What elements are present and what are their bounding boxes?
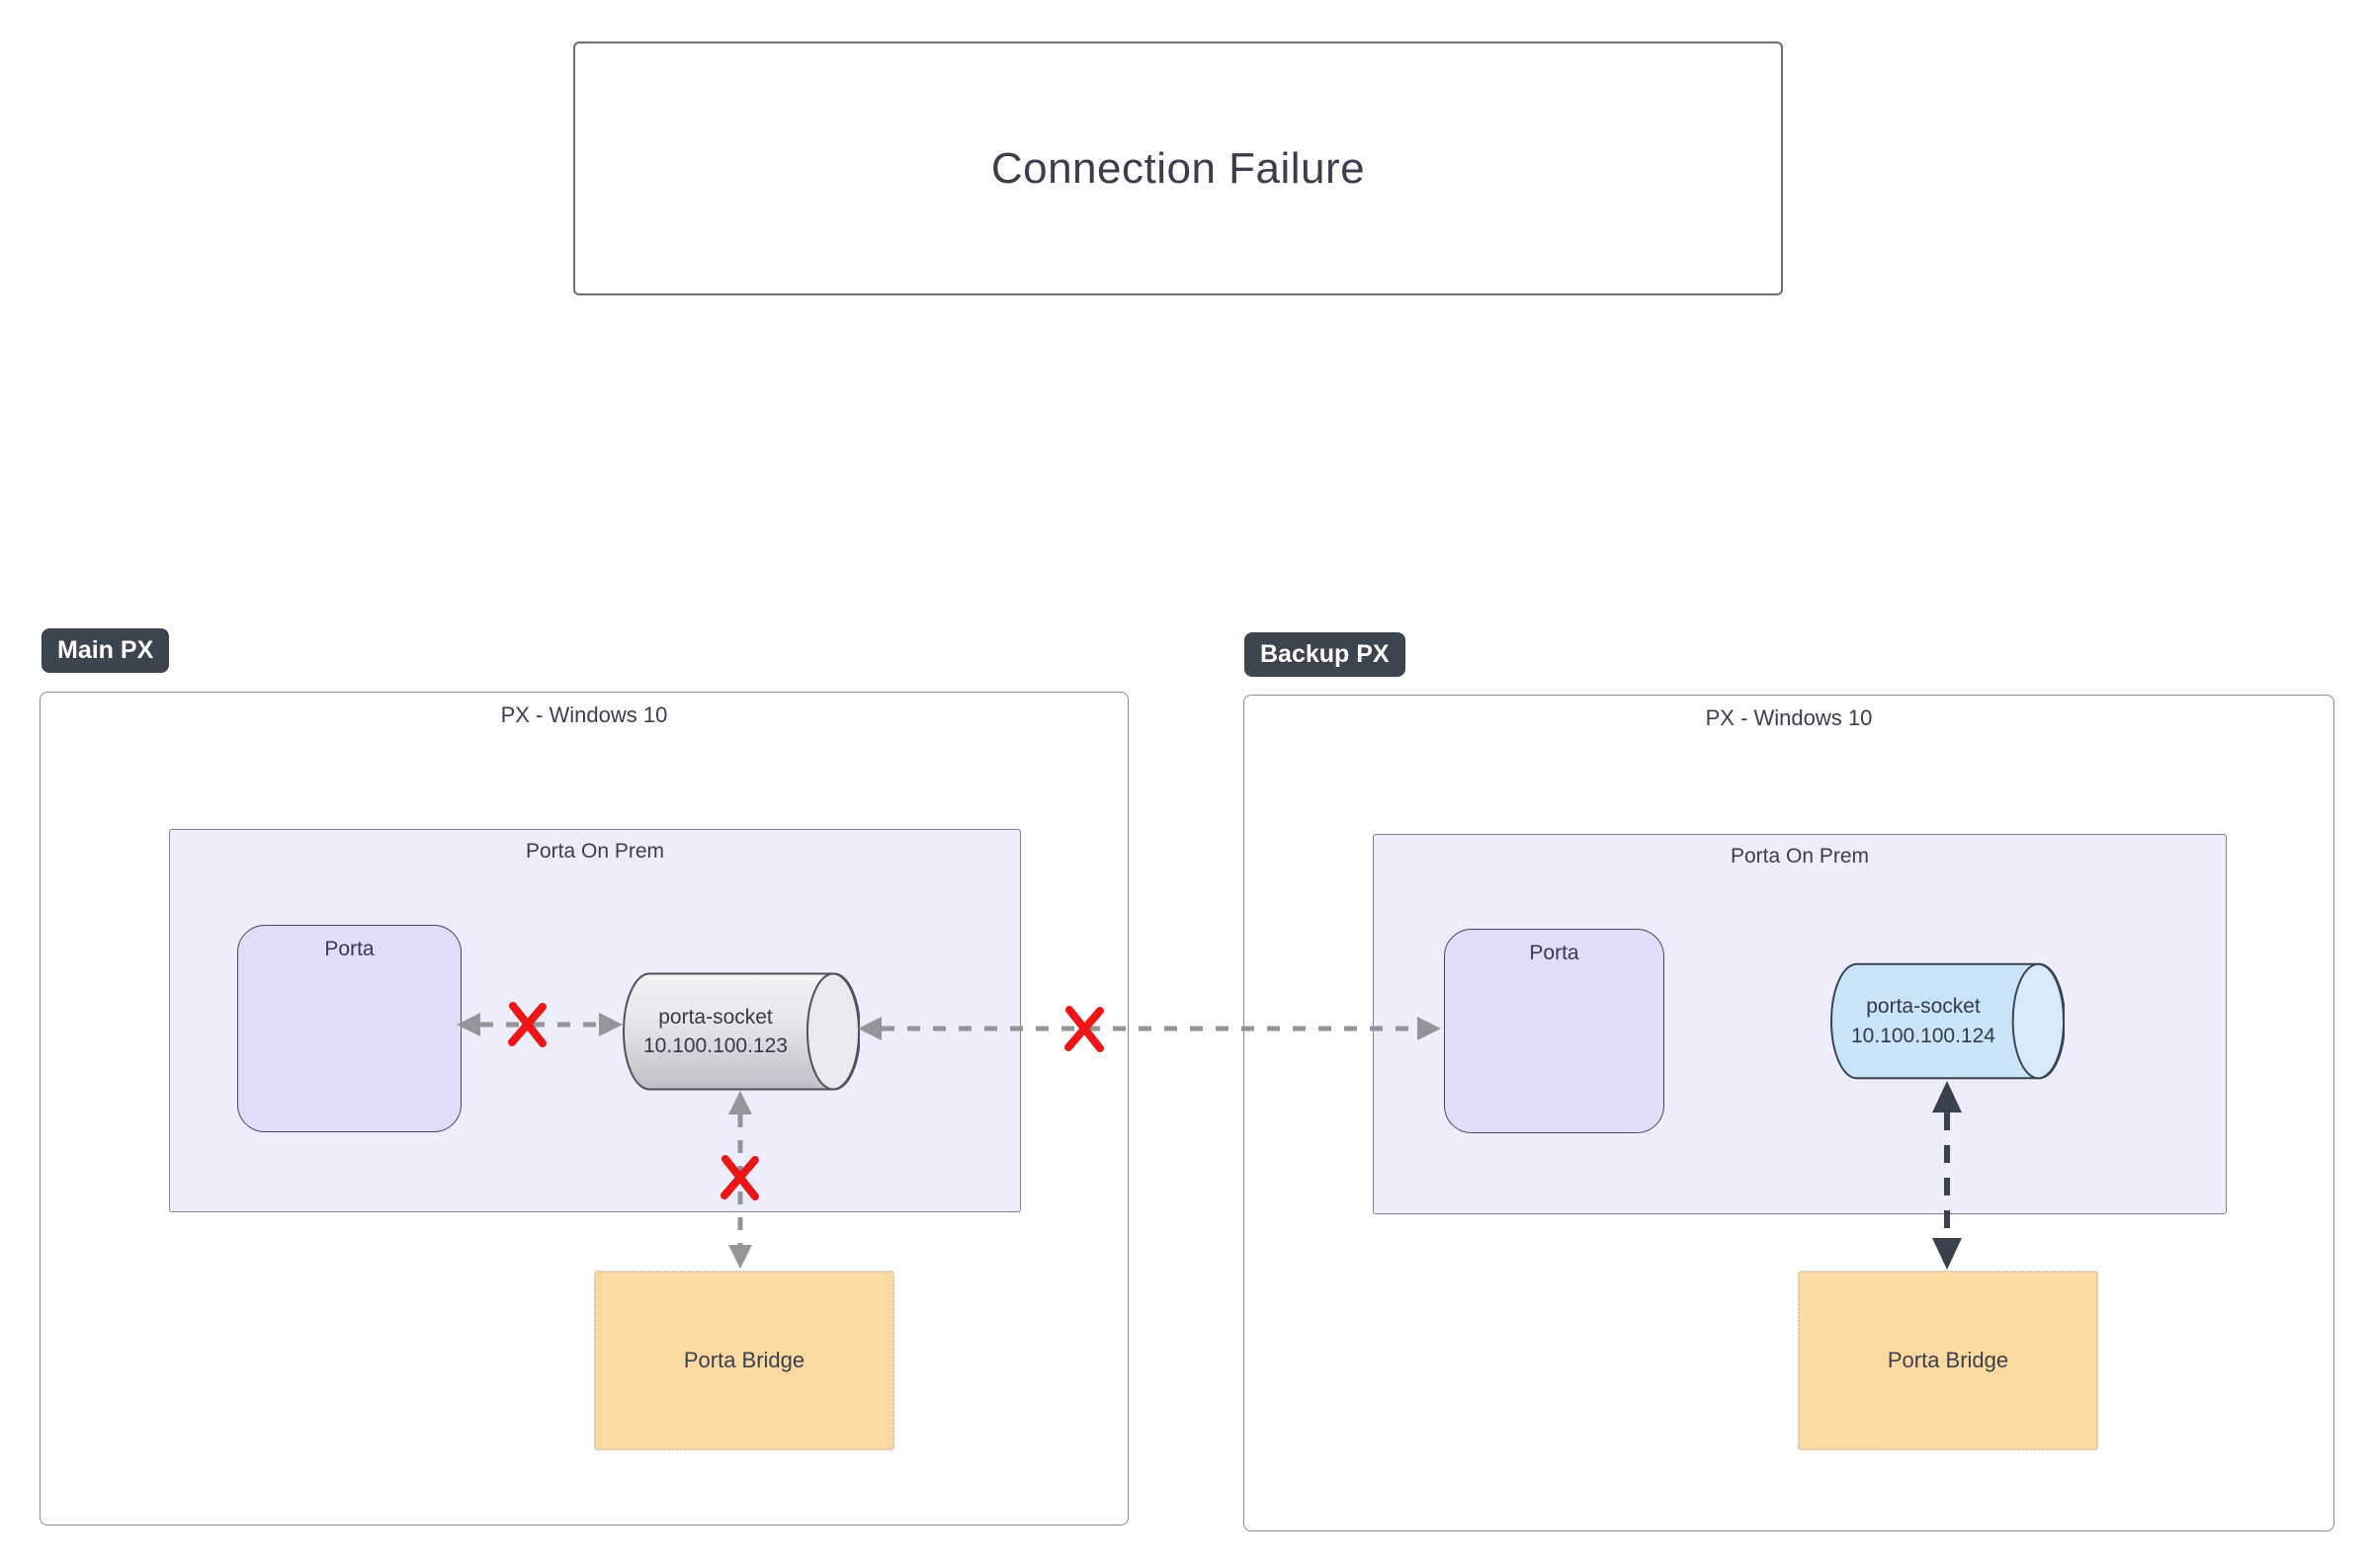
main-porta-on-prem-label: Porta On Prem: [525, 840, 665, 863]
backup-porta-on-prem-label: Porta On Prem: [1730, 845, 1870, 867]
diagram-title: Connection Failure: [990, 143, 1366, 193]
main-porta-bridge-node: Porta Bridge: [594, 1271, 894, 1450]
main-porta-socket-cylinder: porta-socket 10.100.100.123: [623, 972, 860, 1091]
backup-porta-node: Porta: [1444, 929, 1664, 1133]
main-porta-node: Porta: [237, 925, 462, 1132]
backup-socket-name: porta-socket: [1866, 995, 1981, 1019]
cylinder-shape-icon: [1830, 962, 2065, 1080]
main-px-badge: Main PX: [42, 628, 170, 673]
backup-porta-label: Porta: [1529, 942, 1579, 964]
backup-socket-ip: 10.100.100.124: [1851, 1024, 1995, 1047]
main-px-machine-box: PX - Windows 10 Porta On Prem Porta: [40, 692, 1129, 1526]
main-porta-bridge-label: Porta Bridge: [683, 1348, 805, 1372]
backup-px-badge: Backup PX: [1244, 632, 1405, 677]
backup-porta-bridge-node: Porta Bridge: [1798, 1271, 2098, 1450]
backup-px-os-label: PX - Windows 10: [1705, 705, 1873, 730]
main-socket-name: porta-socket: [658, 1005, 773, 1029]
main-porta-label: Porta: [324, 938, 375, 960]
backup-porta-socket-cylinder: porta-socket 10.100.100.124: [1830, 960, 2065, 1082]
main-socket-ip: 10.100.100.123: [643, 1034, 788, 1057]
backup-porta-bridge-label: Porta Bridge: [1887, 1348, 2009, 1372]
cylinder-shape-icon: [623, 972, 860, 1091]
backup-porta-socket-text: porta-socket 10.100.100.124: [1830, 960, 2016, 1082]
main-porta-on-prem-group: Porta On Prem Porta: [169, 829, 1021, 1212]
main-px-os-label: PX - Windows 10: [500, 702, 668, 727]
main-porta-socket-text: porta-socket 10.100.100.123: [623, 972, 808, 1091]
backup-porta-on-prem-group: Porta On Prem Porta porta-socket 10.100.…: [1373, 834, 2227, 1214]
title-box: Connection Failure: [573, 41, 1783, 295]
backup-px-machine-box: PX - Windows 10 Porta On Prem Porta port…: [1243, 695, 2334, 1531]
